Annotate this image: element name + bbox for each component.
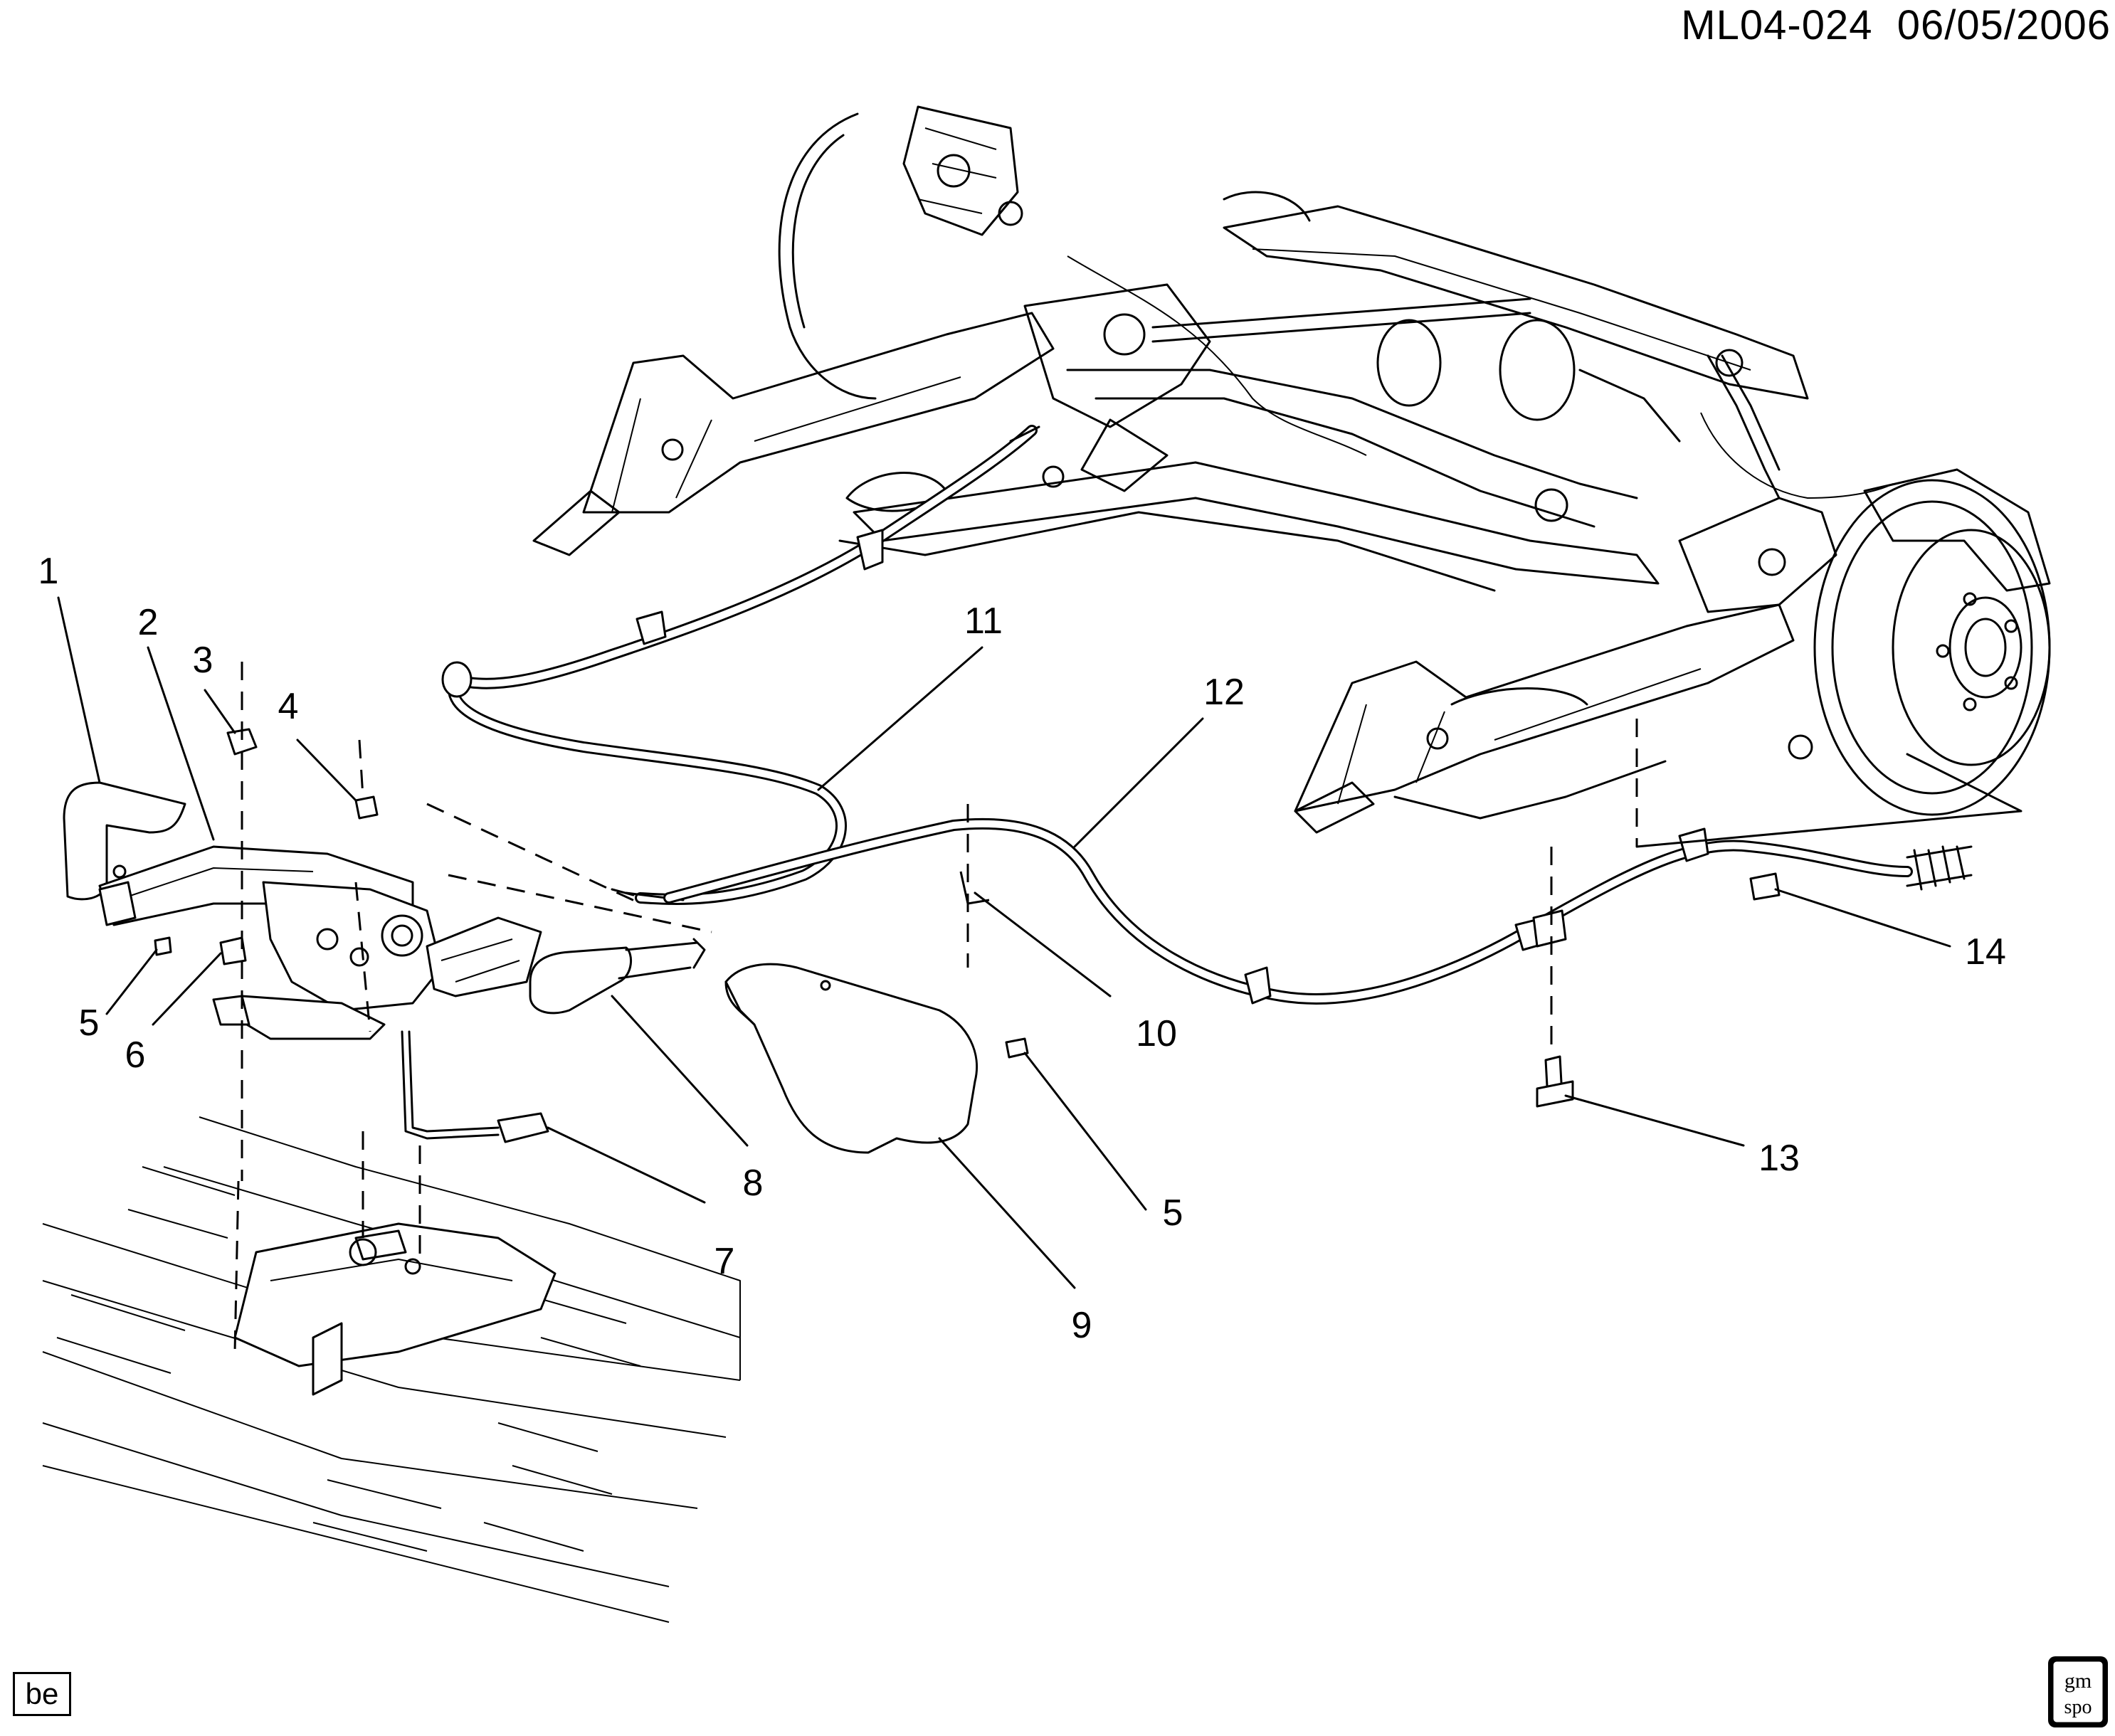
callout-5: 5 <box>79 1002 100 1044</box>
callout-1: 1 <box>38 551 59 592</box>
callout-10: 10 <box>1136 1013 1177 1054</box>
callout-labels: 1 2 3 4 5 6 7 8 9 10 11 12 13 14 5 <box>38 551 2006 1346</box>
logo-text-top: gm <box>2064 1669 2092 1693</box>
callout-5b: 5 <box>1163 1192 1183 1234</box>
callout-2: 2 <box>138 602 159 643</box>
alignment-lines <box>233 662 1553 1353</box>
callout-11: 11 <box>964 600 1003 642</box>
logo-text-bottom: spo <box>2064 1696 2092 1718</box>
callout-8: 8 <box>743 1163 764 1204</box>
parking-brake-lever-assembly <box>63 728 1781 1154</box>
callout-4: 4 <box>278 686 299 727</box>
callout-9: 9 <box>1072 1305 1092 1346</box>
diagram-header: ML04-024 06/05/2006 <box>1681 1 2111 49</box>
callout-7: 7 <box>714 1241 735 1282</box>
leader-lines <box>57 596 1951 1289</box>
rear-suspension-cradle <box>532 105 2051 834</box>
parking-brake-cable-front <box>441 425 1040 905</box>
footer-badge: be <box>13 1672 71 1716</box>
parking-brake-cable-rear <box>663 719 2022 1005</box>
callout-12: 12 <box>1203 672 1245 713</box>
floor-pan <box>42 1116 741 1623</box>
callout-6: 6 <box>125 1034 146 1076</box>
callout-14: 14 <box>1965 931 2006 973</box>
gm-spo-logo: gm spo <box>2048 1656 2108 1727</box>
callout-13: 13 <box>1758 1138 1800 1179</box>
diagram-code: ML04-024 <box>1681 2 1873 48</box>
callout-3: 3 <box>193 640 213 681</box>
diagram-date: 06/05/2006 <box>1897 2 2111 48</box>
